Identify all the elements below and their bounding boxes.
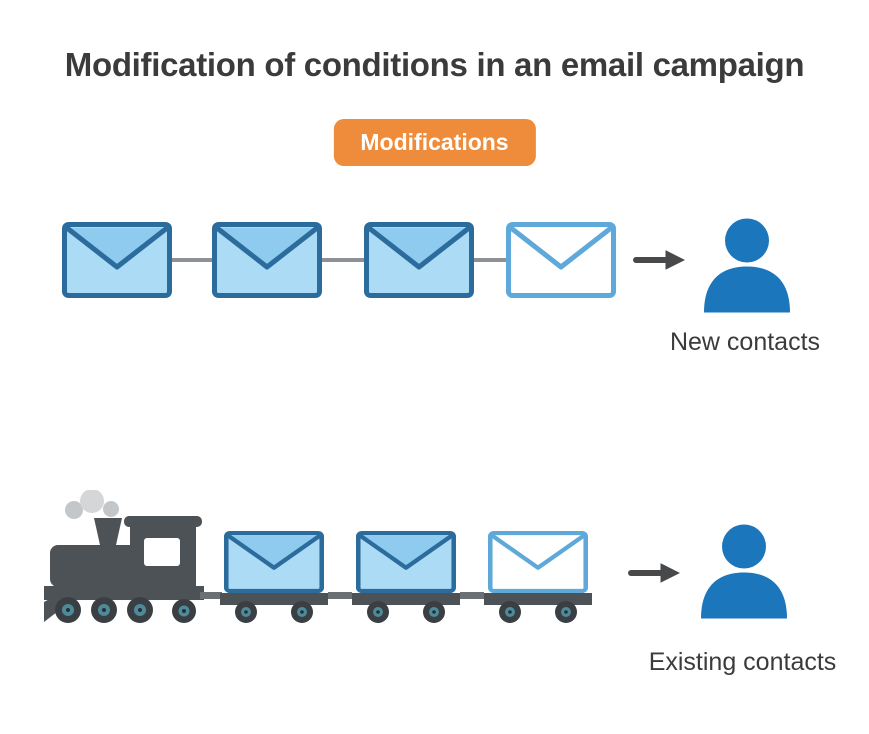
coupler <box>200 592 222 599</box>
existing-contacts-label: Existing contacts <box>648 648 837 676</box>
locomotive-icon <box>44 516 204 623</box>
arrow-right-icon <box>628 563 680 583</box>
cab-window <box>144 538 180 566</box>
person-icon <box>701 524 787 619</box>
train-icon <box>44 490 592 623</box>
page-title: Modification of conditions in an email c… <box>64 46 805 83</box>
train-car <box>220 533 328 623</box>
modifications-badge: Modifications <box>333 119 536 166</box>
envelope-icon <box>215 225 320 296</box>
train-car <box>484 533 592 623</box>
envelope-icon <box>358 533 453 591</box>
envelope-icon <box>367 225 472 296</box>
person-icon <box>704 218 790 313</box>
coupler <box>328 592 352 599</box>
modifications-badge-label: Modifications <box>360 129 509 155</box>
arrow-right-icon <box>633 250 685 270</box>
envelope-icon <box>226 533 321 591</box>
coupler <box>460 592 484 599</box>
email-sequence-new <box>62 221 618 299</box>
train-car <box>352 533 460 623</box>
envelope-outline-icon <box>490 533 585 591</box>
new-contacts-label: New contacts <box>669 328 821 356</box>
smoke-icon <box>65 490 119 519</box>
envelope-outline-icon <box>509 225 614 296</box>
envelope-icon <box>65 225 170 296</box>
wheel-icon <box>55 597 196 623</box>
